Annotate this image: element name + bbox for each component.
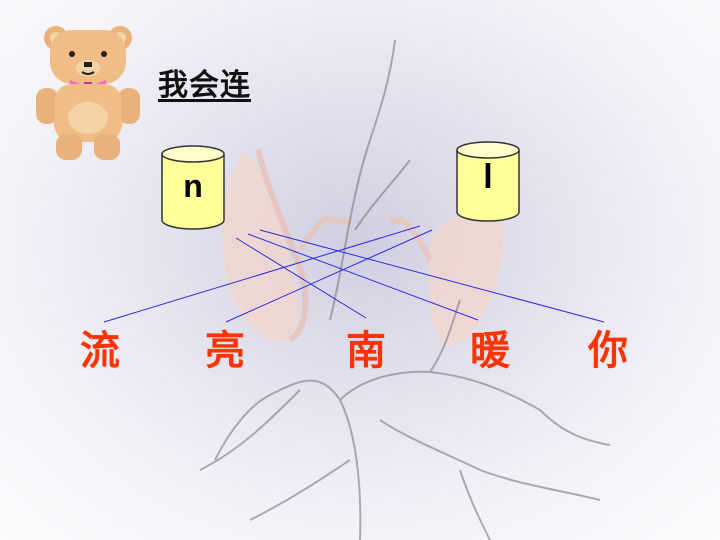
can-n[interactable]: n [160, 144, 226, 230]
page-title: 我会连 [158, 68, 251, 103]
character-ni[interactable]: 你 [588, 328, 628, 374]
can-l-label: l [483, 158, 493, 196]
can-l[interactable]: l [455, 140, 521, 222]
character-liang[interactable]: 亮 [205, 328, 245, 374]
teddy-bear-icon [36, 22, 140, 162]
character-nuan[interactable]: 暖 [470, 328, 510, 374]
character-liu[interactable]: 流 [80, 328, 120, 374]
character-nan[interactable]: 南 [346, 328, 386, 374]
can-n-label: n [183, 168, 203, 204]
